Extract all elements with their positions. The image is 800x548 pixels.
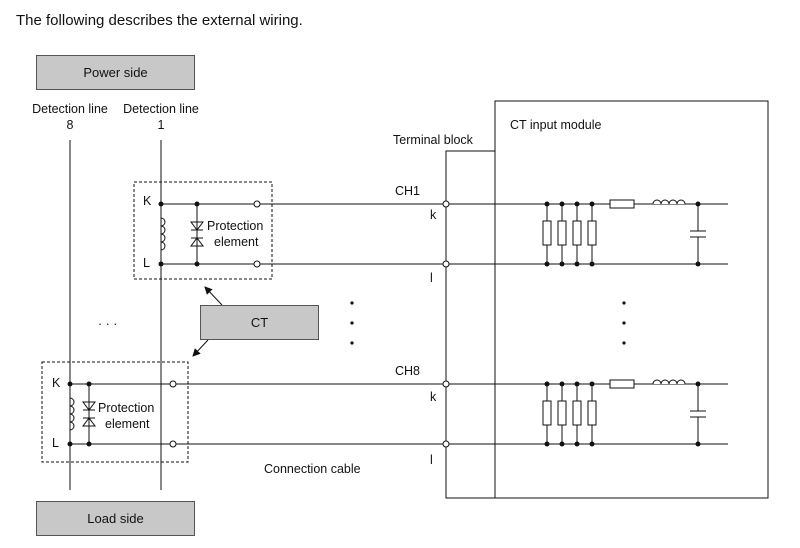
ct-arrow-up bbox=[204, 286, 223, 306]
ch8-protection-line2: element bbox=[105, 417, 150, 431]
terminal-ring-ch8-l bbox=[169, 440, 177, 448]
terminal-ch8-k bbox=[442, 380, 450, 388]
ch1-coil-L: L bbox=[143, 256, 150, 270]
ch1-protection-line1: Protection bbox=[207, 219, 263, 233]
protection-diode-ch1-a bbox=[190, 221, 204, 231]
terminal-ring-ch1-k bbox=[253, 200, 261, 208]
detection-line-1-number: 1 bbox=[158, 118, 165, 132]
page-heading: The following describes the external wir… bbox=[16, 12, 303, 29]
detection-line-8-label: Detection line bbox=[32, 102, 108, 116]
ch1-label: CH1 bbox=[395, 184, 420, 198]
ch1-terminal-l: l bbox=[430, 271, 433, 285]
ch1-protection-line2: element bbox=[214, 235, 259, 249]
load-side-box: Load side bbox=[36, 501, 195, 536]
resistor-ch1-3 bbox=[572, 220, 582, 246]
ch8-terminal-l: l bbox=[430, 453, 433, 467]
terminal-block-label: Terminal block bbox=[393, 133, 474, 147]
ct-input-module-label: CT input module bbox=[510, 118, 602, 132]
ct-arrow-down bbox=[192, 339, 209, 357]
ct-enclosure-ch8 bbox=[41, 361, 189, 463]
detection-line-8-number: 8 bbox=[67, 118, 74, 132]
terminal-ring-ch8-k bbox=[169, 380, 177, 388]
resistor-ch8-4 bbox=[587, 400, 597, 426]
resistor-ch1-2 bbox=[557, 220, 567, 246]
protection-diode-ch8-a bbox=[82, 401, 96, 411]
protection-diode-ch1-b bbox=[190, 237, 204, 247]
inductor-ch1 bbox=[652, 199, 686, 205]
series-resistor-ch8 bbox=[609, 379, 635, 389]
ct-input-module bbox=[494, 100, 769, 499]
resistor-ch8-1 bbox=[542, 400, 552, 426]
protection-diode-ch8-b bbox=[82, 417, 96, 427]
ch8-coil-L: L bbox=[52, 436, 59, 450]
terminal-ch1-l bbox=[442, 260, 450, 268]
terminal-block bbox=[445, 150, 496, 499]
inductor-ch8 bbox=[652, 379, 686, 385]
terminal-ch8-l bbox=[442, 440, 450, 448]
ch8-terminal-k: k bbox=[430, 390, 437, 404]
detection-line-1-label: Detection line bbox=[123, 102, 199, 116]
ch1-terminal-k: k bbox=[430, 208, 437, 222]
terminal-ch1-k bbox=[442, 200, 450, 208]
horizontal-ellipsis: · · · bbox=[98, 317, 117, 331]
power-side-box: Power side bbox=[36, 55, 195, 90]
ch8-protection-line1: Protection bbox=[98, 401, 154, 415]
resistor-ch1-4 bbox=[587, 220, 597, 246]
connection-cable-label: Connection cable bbox=[264, 462, 361, 476]
ct-coil-ch8 bbox=[69, 397, 75, 431]
ct-label-box: CT bbox=[200, 305, 319, 340]
resistor-ch8-3 bbox=[572, 400, 582, 426]
resistor-ch8-2 bbox=[557, 400, 567, 426]
ct-enclosure-ch1 bbox=[133, 181, 273, 280]
ct-coil-ch1 bbox=[160, 217, 166, 251]
resistor-ch1-1 bbox=[542, 220, 552, 246]
ch8-coil-K: K bbox=[52, 376, 61, 390]
terminal-ring-ch1-l bbox=[253, 260, 261, 268]
series-resistor-ch1 bbox=[609, 199, 635, 209]
ch8-label: CH8 bbox=[395, 364, 420, 378]
ch1-coil-K: K bbox=[143, 194, 152, 208]
